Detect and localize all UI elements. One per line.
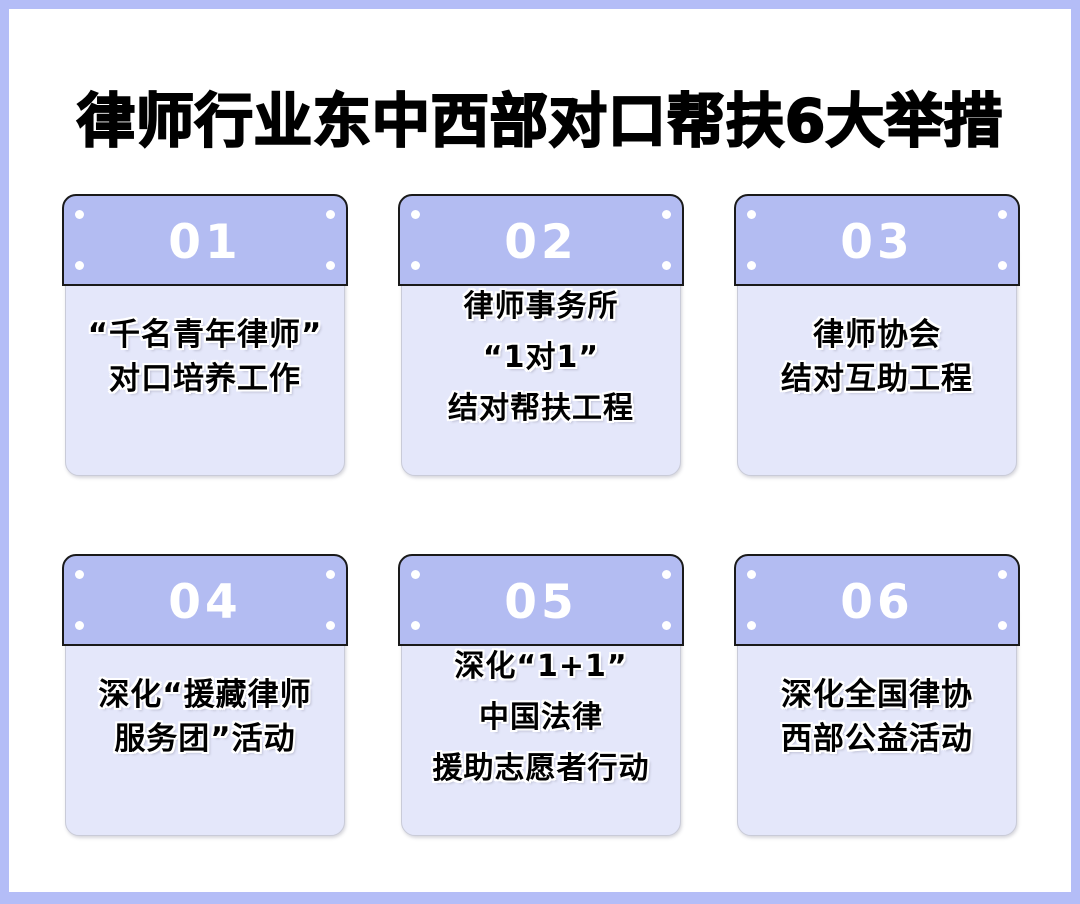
card-number-03: 03 [840, 214, 914, 270]
screw-dot-icon [75, 210, 84, 219]
measure-card-03[interactable]: 03 律师协会 结对互助工程 [734, 194, 1020, 479]
card-text-05: 深化“1+1” 中国法律 援助志愿者行动 [401, 598, 681, 836]
card-header-03: 03 [734, 194, 1020, 286]
card-text-line: 律师协会 [813, 317, 941, 353]
screw-dot-icon [998, 621, 1007, 630]
screw-dot-icon [747, 621, 756, 630]
card-number-06: 06 [840, 574, 914, 630]
screw-dot-icon [662, 570, 671, 579]
card-text-01: “千名青年律师” 对口培养工作 [65, 238, 345, 476]
measure-card-04[interactable]: 04 深化“援藏律师 服务团”活动 [62, 554, 348, 839]
card-text-03: 律师协会 结对互助工程 [737, 238, 1017, 476]
card-text-line: 深化“1+1” [454, 648, 628, 684]
screw-dot-icon [747, 261, 756, 270]
poster-inner-panel: 律师行业东中西部对口帮扶6大举措 01 “千名青年律师” 对口培养工作 [9, 9, 1071, 892]
screw-dot-icon [998, 210, 1007, 219]
card-text-line: 中国法律 [479, 699, 603, 735]
card-header-04: 04 [62, 554, 348, 646]
screw-dot-icon [75, 621, 84, 630]
card-header-05: 05 [398, 554, 684, 646]
screw-dot-icon [75, 261, 84, 270]
screw-dot-icon [326, 261, 335, 270]
card-text-line: 对口培养工作 [109, 361, 301, 397]
card-text-line: 服务团”活动 [114, 721, 296, 757]
card-text-line: “千名青年律师” [87, 317, 323, 353]
card-text-line: 结对帮扶工程 [448, 390, 634, 426]
page-title: 律师行业东中西部对口帮扶6大举措 [76, 86, 1004, 156]
screw-dot-icon [411, 210, 420, 219]
screw-dot-icon [998, 570, 1007, 579]
screw-dot-icon [411, 621, 420, 630]
card-number-01: 01 [168, 214, 242, 270]
card-text-02: 律师事务所 “1对1” 结对帮扶工程 [401, 238, 681, 476]
card-text-line: 深化全国律协 [781, 677, 973, 713]
screw-dot-icon [662, 210, 671, 219]
measure-card-05[interactable]: 05 深化“1+1” 中国法律 援助志愿者行动 [398, 554, 684, 839]
card-text-line: 律师事务所 [463, 288, 619, 324]
measure-card-02[interactable]: 02 律师事务所 “1对1” 结对帮扶工程 [398, 194, 684, 479]
screw-dot-icon [662, 621, 671, 630]
card-text-line: 结对互助工程 [781, 361, 973, 397]
screw-dot-icon [326, 570, 335, 579]
screw-dot-icon [747, 570, 756, 579]
screw-dot-icon [326, 210, 335, 219]
card-text-line: 援助志愿者行动 [432, 750, 650, 786]
measure-card-06[interactable]: 06 深化全国律协 西部公益活动 [734, 554, 1020, 839]
screw-dot-icon [411, 261, 420, 270]
screw-dot-icon [662, 261, 671, 270]
card-number-02: 02 [504, 214, 578, 270]
card-header-01: 01 [62, 194, 348, 286]
screw-dot-icon [998, 261, 1007, 270]
card-header-02: 02 [398, 194, 684, 286]
card-text-line: 西部公益活动 [781, 721, 973, 757]
measure-card-01[interactable]: 01 “千名青年律师” 对口培养工作 [62, 194, 348, 479]
card-header-06: 06 [734, 554, 1020, 646]
screw-dot-icon [411, 570, 420, 579]
card-number-04: 04 [168, 574, 242, 630]
measure-card-grid: 01 “千名青年律师” 对口培养工作 02 [62, 194, 1020, 839]
card-text-04: 深化“援藏律师 服务团”活动 [65, 598, 345, 836]
card-text-line: 深化“援藏律师 [98, 677, 312, 713]
screw-dot-icon [747, 210, 756, 219]
card-text-06: 深化全国律协 西部公益活动 [737, 598, 1017, 836]
screw-dot-icon [75, 570, 84, 579]
card-number-05: 05 [504, 574, 578, 630]
screw-dot-icon [326, 621, 335, 630]
card-text-line: “1对1” [482, 339, 600, 375]
